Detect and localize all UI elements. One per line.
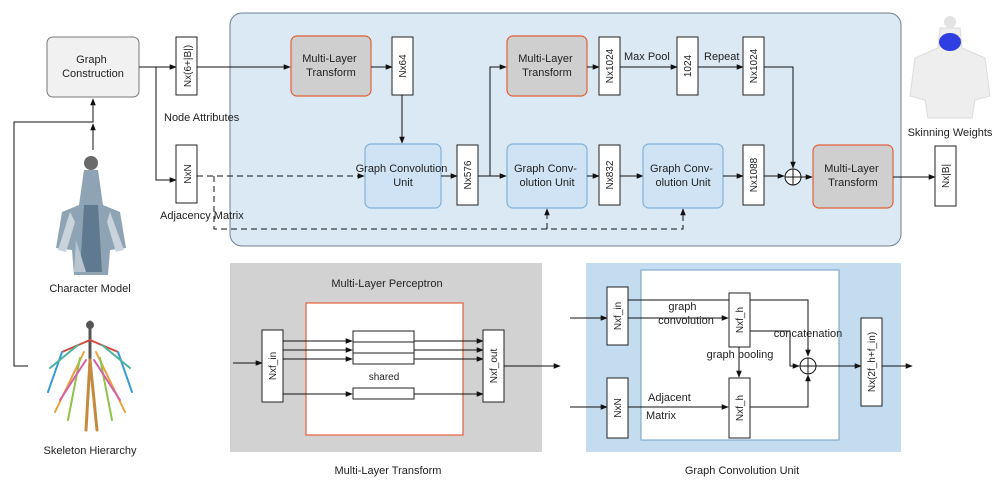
gcu1-box: [364, 143, 442, 209]
max-pool-label: Max Pool: [624, 51, 670, 63]
skeleton-hierarchy-label: Skeleton Hierarchy: [44, 445, 137, 457]
dim576-label: Nx576: [463, 160, 474, 189]
mlp-caption: Multi-Layer Transform: [335, 465, 442, 477]
adjacency-dim-box: [175, 144, 198, 204]
dim1088-label: Nx1088: [749, 157, 760, 192]
gcu-concat-symbol: [799, 357, 817, 375]
gcu2-box: [506, 143, 588, 209]
character-model-label: Character Model: [49, 283, 130, 295]
graph-construction-label: Graph Construction: [62, 54, 124, 80]
mlp-shared-label: shared: [369, 372, 400, 383]
gcu1-label: Graph Convolution Unit: [356, 163, 451, 189]
gcu-input-dim-label: Nxf_in: [613, 302, 624, 330]
node-attr-dim-label: Nx(6+|B|): [183, 45, 194, 87]
gcu3-box: [642, 143, 724, 209]
mlp-input-dim-box: [261, 329, 284, 403]
skinning-weights-image: [909, 16, 991, 119]
skeleton-hierarchy-image: [47, 320, 133, 432]
adjacency-dim-label: NxN: [183, 164, 194, 183]
gcu-adjacency-dim-box: [606, 377, 629, 439]
dim64-label: Nx64: [398, 54, 409, 78]
gcu-input-dim-box: [606, 286, 629, 346]
output-dim-box: [934, 145, 957, 207]
skeleton-to-construction-line: [13, 98, 96, 367]
gcu-hidden-bottom-box: [728, 377, 751, 439]
gcu-output-dim-box: [860, 317, 883, 407]
gcu-hidden-to-concat: [750, 330, 800, 369]
repeat-label: Repeat: [704, 51, 739, 63]
dim1024c-to-concat: [764, 66, 796, 169]
dim576-box: [456, 144, 479, 206]
gcu3-label: Graph Conv- olution Unit: [650, 163, 716, 189]
construction-to-adjacency: [155, 67, 177, 183]
adjacency-dashed-bus: [213, 176, 686, 230]
concat-symbol: [784, 168, 802, 186]
concatenation-label: concatenation: [774, 328, 843, 340]
mlt3-label: Multi-Layer Transform: [824, 163, 881, 189]
mlp-input-dim-label: Nxf_in: [268, 352, 279, 380]
gcu-adjacency-dim-label: NxN: [613, 398, 624, 417]
gcu-hidden-top-label: Nxf_h: [735, 307, 746, 333]
mlp-inner-box: [305, 302, 464, 436]
dim1024b-box: [676, 36, 699, 96]
dim832-label: Nx832: [605, 160, 616, 189]
dim576-to-mlt2: [489, 64, 507, 176]
graph-construction-box: [46, 36, 140, 98]
mlp-shared-layers: [352, 330, 415, 400]
skinning-weights-label: Skinning Weights: [908, 127, 993, 139]
gcu2-label: Graph Conv- olution Unit: [514, 163, 580, 189]
dim1088-box: [742, 144, 765, 206]
node-attributes-label: Node Attributes: [164, 112, 240, 124]
mlp-output-dim-label: Nxf_out: [489, 349, 500, 384]
gcu-output-dim-label: Nx(2f_h+f_in): [867, 332, 878, 392]
adjacent-matrix-label: Adjacent Matrix: [646, 392, 694, 422]
gcu-input-skip-line: [628, 299, 811, 357]
dim1024a-label: Nx1024: [605, 48, 616, 83]
gcu-hidden-bottom-to-concat: [750, 374, 811, 408]
dim1024a-box: [598, 36, 621, 96]
output-dim-label: Nx|B|: [941, 164, 952, 188]
character-model-image: [56, 156, 126, 275]
mlt2-label: Multi-Layer Transform: [518, 53, 575, 79]
mlp-panel-title: Multi-Layer Perceptron: [331, 278, 442, 290]
adjacency-matrix-label: Adjacency Matrix: [160, 210, 244, 222]
dim832-box: [598, 144, 621, 206]
gcu-hidden-bottom-label: Nxf_h: [735, 395, 746, 421]
mlt1-box: [290, 35, 372, 97]
node-attr-dim-box: [175, 36, 198, 96]
graph-pooling-label: graph pooling: [707, 349, 774, 361]
mlt1-label: Multi-Layer Transform: [302, 53, 359, 79]
gcu-caption: Graph Convolution Unit: [685, 465, 799, 477]
dim1024c-label: Nx1024: [749, 48, 760, 83]
graph-convolution-label: graph convolution: [658, 301, 714, 327]
dim1024c-box: [742, 36, 765, 96]
mlt2-box: [506, 35, 588, 97]
mlp-shared-lines: [283, 338, 484, 397]
dim1024b-label: 1024: [683, 54, 694, 77]
